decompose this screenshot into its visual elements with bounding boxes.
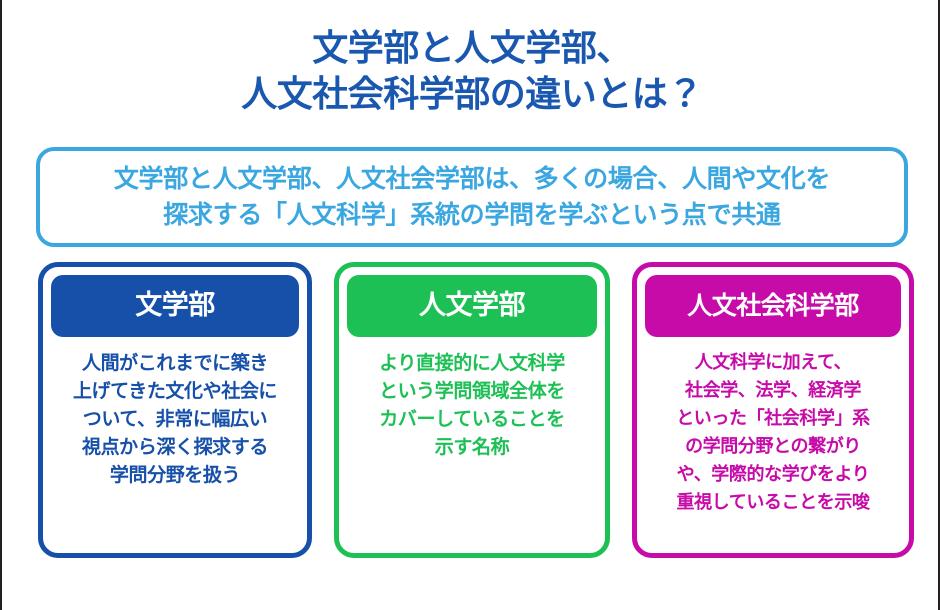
card-bungakubu-body-line-2: 上げてきた文化や社会に — [72, 380, 278, 402]
card-bungakubu-header: 文学部 — [51, 275, 299, 337]
card-jinbunshakai-title: 人文社会科学部 — [687, 291, 859, 320]
summary-banner-line-2: 探求する「人文科学」系統の学問を学ぶという点で共通 — [163, 200, 781, 229]
card-jinbungakubu-body-line-2: という学問領域全体を — [378, 380, 565, 402]
summary-banner-line-1: 文学部と人文学部、人文社会学部は、多くの場合、人間や文化を — [113, 164, 831, 193]
card-jinbungakubu-header: 人文学部 — [347, 275, 597, 337]
card-jinbunshakai-body: 人文科学に加えて、 社会学、法学、経済学 といった「社会科学」系 の学問分野との… — [645, 337, 901, 517]
card-jinbunshakai-header: 人文社会科学部 — [645, 275, 901, 337]
card-bungakubu-body-line-3: ついて、非常に幅広い — [82, 408, 268, 430]
card-jinbungakubu-body-line-4: 示す名称 — [434, 436, 510, 458]
card-jinbungakubu: 人文学部 より直接的に人文科学 という学問領域全体を カバーしていることを 示す… — [334, 262, 610, 558]
page-title-line-1: 文学部と人文学部、 — [312, 28, 632, 69]
card-jinbunshakai: 人文社会科学部 人文科学に加えて、 社会学、法学、経済学 といった「社会科学」系… — [632, 262, 914, 558]
page-title-line-2: 人文社会科学部の違いとは？ — [241, 74, 703, 115]
card-jinbungakubu-body: より直接的に人文科学 という学問領域全体を カバーしていることを 示す名称 — [347, 337, 597, 461]
summary-banner-text: 文学部と人文学部、人文社会学部は、多くの場合、人間や文化を 探求する「人文科学」… — [106, 161, 838, 233]
card-bungakubu-body-line-1: 人間がこれまでに築き — [81, 352, 268, 374]
card-bungakubu-body-line-5: 学問分野を扱う — [109, 464, 241, 486]
card-bungakubu-body: 人間がこれまでに築き 上げてきた文化や社会に ついて、非常に幅広い 視点から深く… — [51, 337, 299, 489]
page-title: 文学部と人文学部、 人文社会科学部の違いとは？ — [2, 26, 938, 118]
comparison-cards: 文学部 人間がこれまでに築き 上げてきた文化や社会に ついて、非常に幅広い 視点… — [2, 262, 938, 562]
card-jinbunshakai-body-line-3: といった「社会科学」系 — [676, 408, 870, 429]
card-jinbunshakai-body-line-4: の学問分野との繋がり — [685, 436, 861, 457]
card-jinbunshakai-body-line-5: や、学際的な学びをより — [676, 464, 870, 485]
card-jinbunshakai-body-line-6: 重視していることを示唆 — [676, 492, 870, 513]
summary-banner: 文学部と人文学部、人文社会学部は、多くの場合、人間や文化を 探求する「人文科学」… — [36, 147, 908, 247]
card-jinbunshakai-body-line-1: 人文科学に加えて、 — [694, 352, 852, 373]
card-jinbungakubu-title: 人文学部 — [419, 290, 526, 321]
card-bungakubu-title: 文学部 — [135, 290, 215, 321]
card-jinbungakubu-body-line-3: カバーしていることを — [379, 408, 565, 430]
card-jinbunshakai-body-line-2: 社会学、法学、経済学 — [685, 380, 861, 401]
card-bungakubu-body-line-4: 視点から深く探求する — [81, 436, 268, 458]
card-jinbungakubu-body-line-1: より直接的に人文科学 — [379, 352, 565, 374]
card-bungakubu: 文学部 人間がこれまでに築き 上げてきた文化や社会に ついて、非常に幅広い 視点… — [38, 262, 312, 558]
